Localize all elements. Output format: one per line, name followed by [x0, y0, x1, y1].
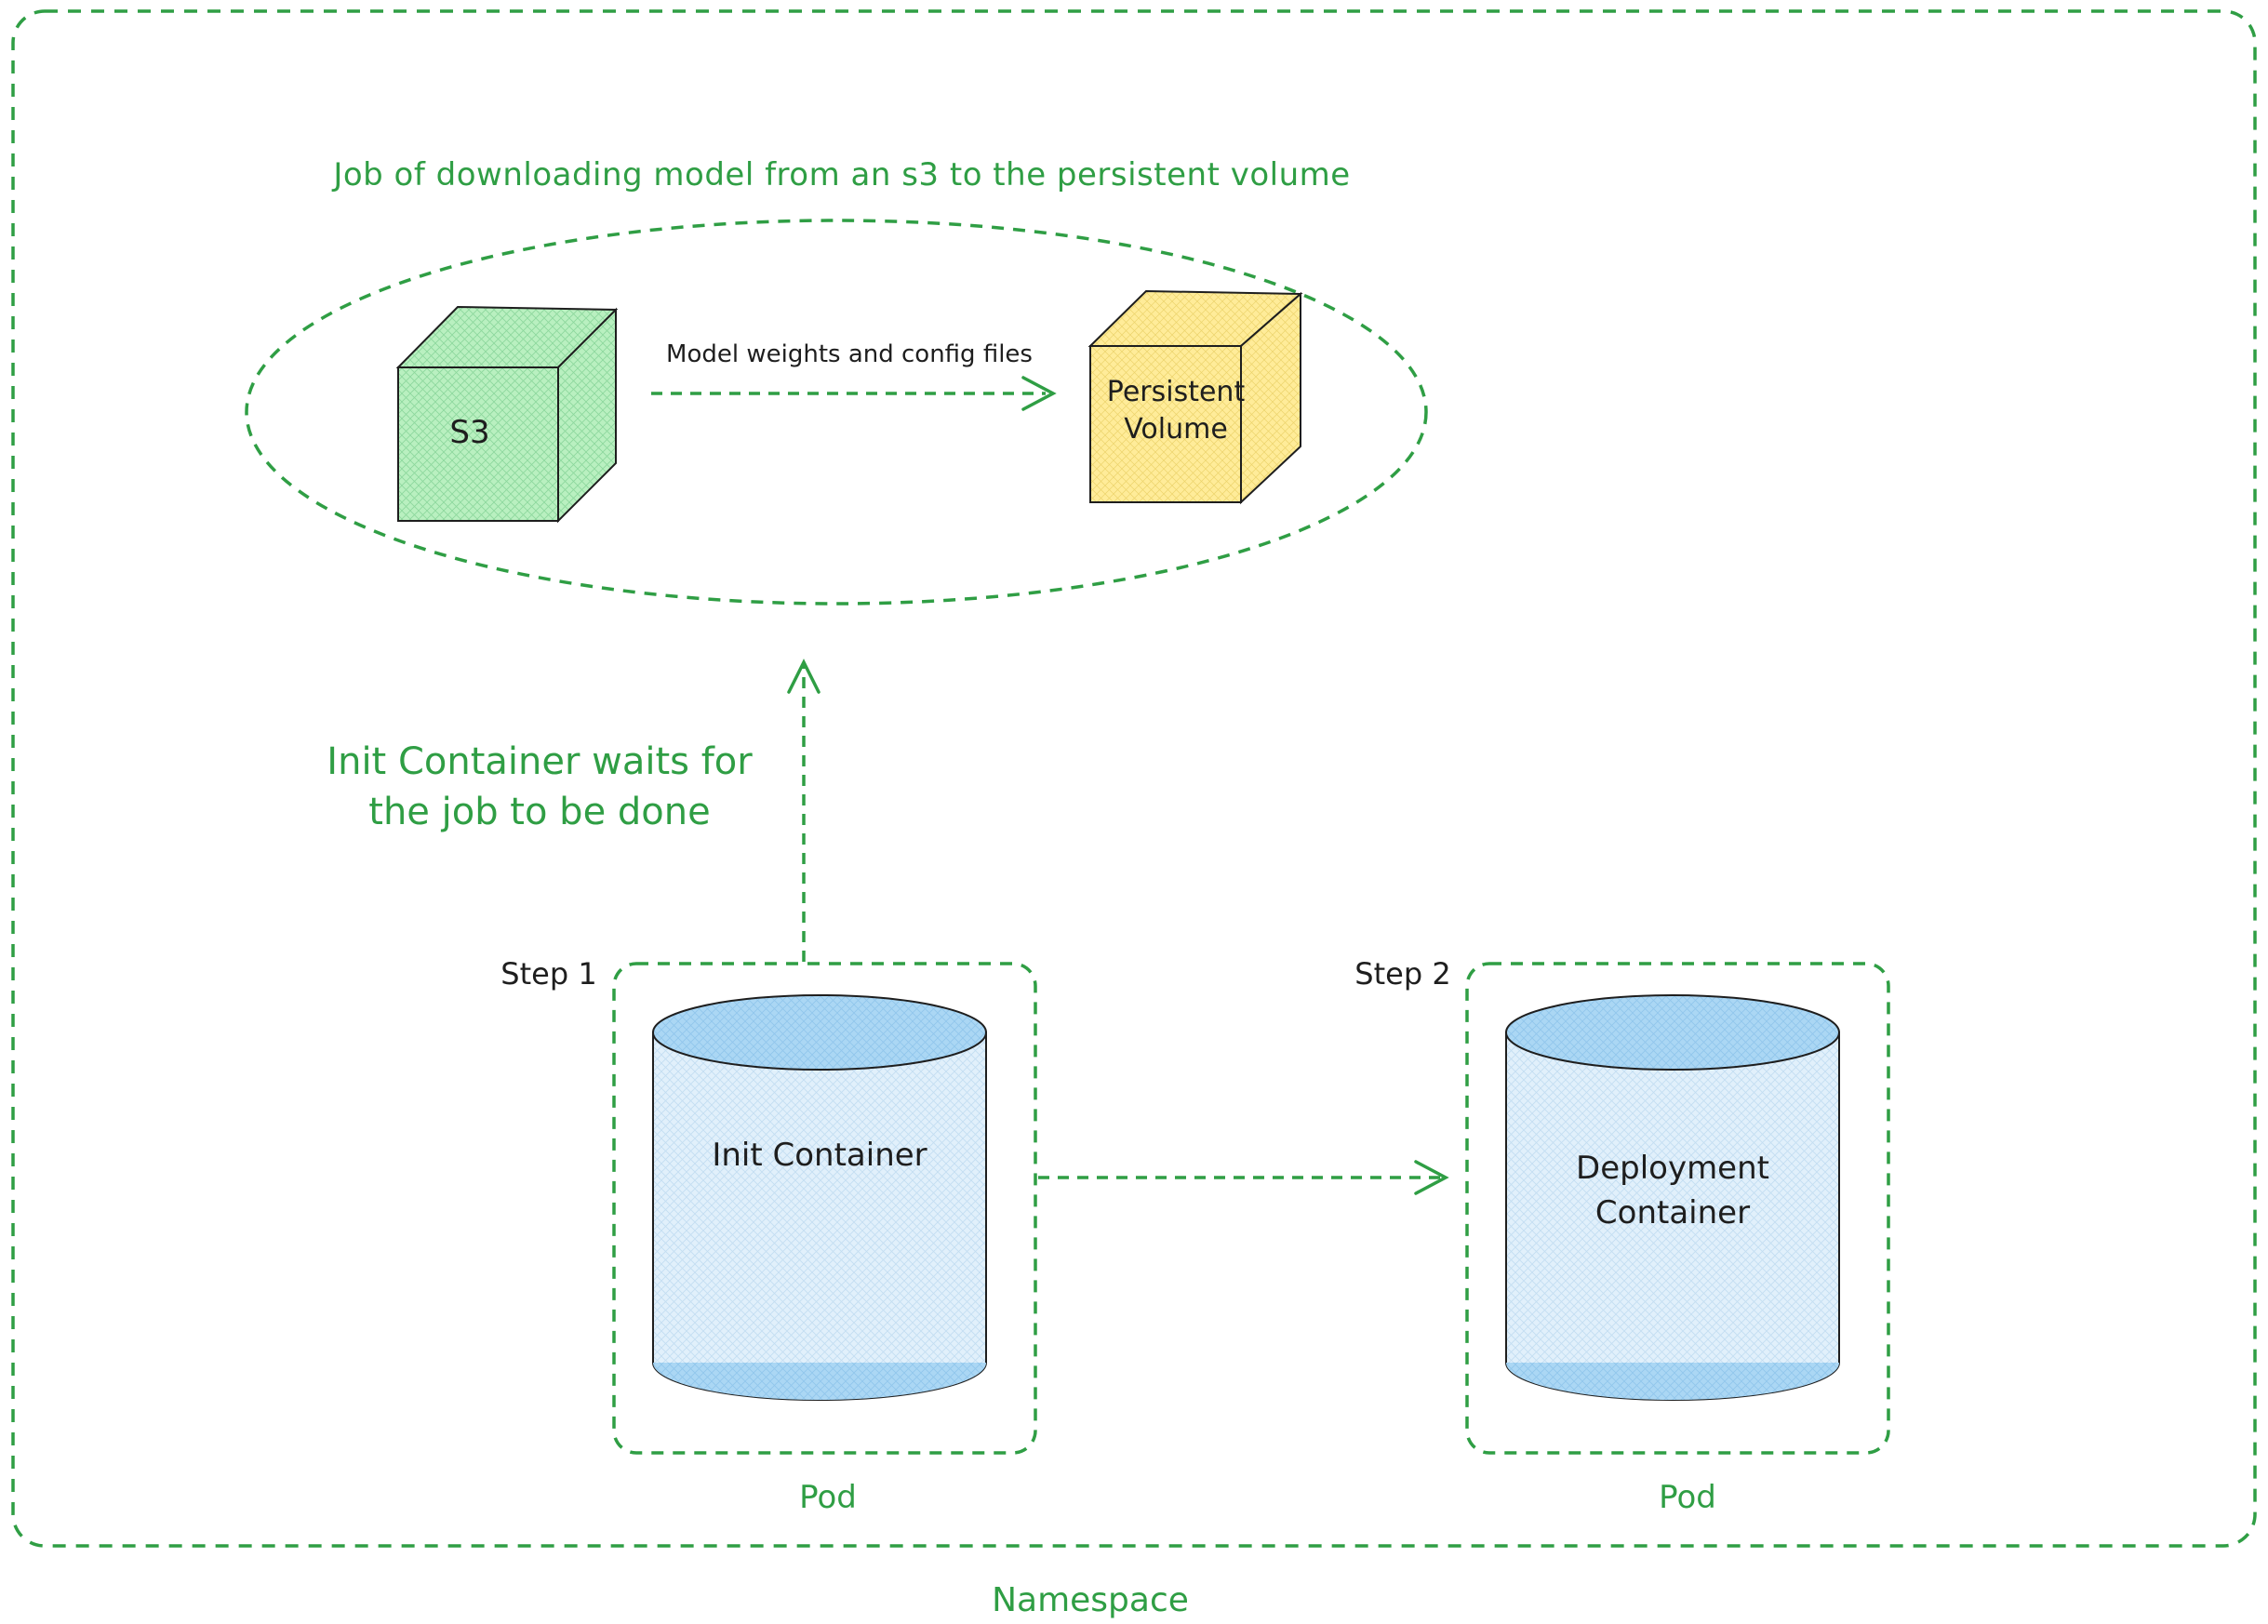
step2-label: Step 2 — [1354, 956, 1451, 992]
deployment-cylinder-top — [1505, 994, 1840, 1071]
deployment-cylinder-bottom-band — [1506, 1363, 1839, 1400]
init-container-cylinder-icon — [652, 994, 987, 1401]
s3-to-pv-arrowhead — [1021, 376, 1057, 411]
job-group-boundary — [245, 219, 1428, 606]
namespace-label: Namespace — [992, 1581, 1189, 1619]
init-container-label: Init Container — [712, 1137, 927, 1174]
s3-to-pv-arrow — [651, 376, 1057, 411]
step1-label: Step 1 — [500, 956, 597, 992]
pod1-label: Pod — [799, 1479, 857, 1516]
persistent-volume-label: Persistent Volume — [1107, 374, 1245, 448]
s3-label: S3 — [449, 414, 490, 451]
pod1-boundary — [612, 962, 1037, 1455]
s3-cube-face-front — [397, 366, 559, 522]
transfer-arrow-label: Model weights and config files — [666, 340, 1033, 368]
pod2-boundary — [1465, 962, 1890, 1455]
wait-note-line1: Init Container waits for — [327, 740, 753, 783]
s3-cube-icon — [395, 305, 619, 524]
init-wait-arrow — [787, 659, 820, 962]
pod1-to-pod2-arrowhead — [1414, 1160, 1449, 1195]
wait-note-line2: the job to be done — [368, 791, 711, 833]
deployment-container-label-line1: Deployment — [1576, 1150, 1769, 1187]
deployment-container-label-line2: Container — [1594, 1194, 1751, 1231]
wait-note: Init Container waits for the job to be d… — [327, 737, 752, 837]
namespace-boundary — [11, 9, 2257, 1548]
init-cylinder-bottom-band — [653, 1363, 986, 1400]
init-cylinder-top — [652, 994, 987, 1071]
pod2-label: Pod — [1659, 1479, 1716, 1516]
job-title: Job of downloading model from an s3 to t… — [333, 156, 1351, 193]
init-wait-arrowhead — [787, 659, 820, 694]
deployment-container-cylinder-icon — [1505, 994, 1840, 1401]
deployment-container-label: Deployment Container — [1576, 1146, 1769, 1235]
persistent-volume-label-line1: Persistent — [1106, 376, 1246, 408]
pv-cube-face-front — [1089, 345, 1242, 503]
persistent-volume-label-line2: Volume — [1124, 413, 1228, 446]
persistent-volume-cube-icon — [1087, 289, 1303, 505]
init-cylinder-body — [652, 1032, 987, 1401]
pod1-to-pod2-arrow — [1038, 1160, 1449, 1195]
